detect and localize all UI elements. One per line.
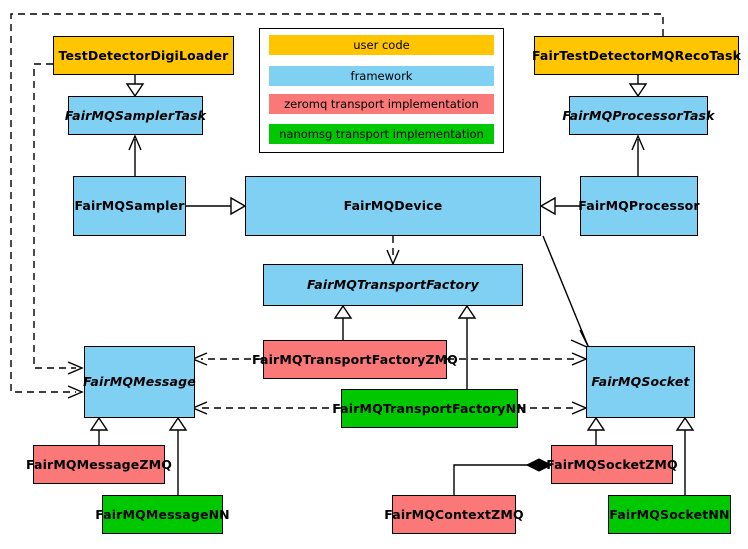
- edge-fairmqprocessor-to-fairmqdevice: [539, 196, 580, 216]
- legend-label-framework: framework: [350, 69, 413, 83]
- class-node-fairmqsocket[interactable]: FairMQSocket: [586, 346, 695, 418]
- edge-fairmqtransportfactorynn-to-fairmqmessage: [191, 401, 341, 415]
- class-label: FairMQMessage: [83, 374, 196, 390]
- class-node-testdetectordigiloader[interactable]: TestDetectorDigiLoader: [53, 36, 234, 75]
- class-node-fairmqcontextzmq[interactable]: FairMQContextZMQ: [384, 495, 524, 534]
- class-node-fairmqprocessortask[interactable]: FairMQProcessorTask: [562, 96, 714, 135]
- edge-fairmqsampler-to-fairmqdevice: [186, 196, 247, 216]
- class-label: FairMQContextZMQ: [384, 506, 524, 522]
- class-label: FairMQTransportFactory: [307, 277, 479, 293]
- legend-item-user-code: user code: [269, 35, 494, 55]
- legend-item-framework: framework: [269, 66, 494, 86]
- class-label: FairMQSamplerTask: [64, 107, 207, 123]
- class-label: FairMQDevice: [343, 198, 443, 214]
- class-label: FairMQProcessorTask: [562, 107, 715, 123]
- edge-fairmqprocessor-to-fairmqprocessortask: [631, 134, 645, 176]
- class-label: FairMQMessageNN: [95, 506, 230, 522]
- class-node-fairmqmessagenn[interactable]: FairMQMessageNN: [95, 495, 230, 534]
- edge-fairmqtransportfactorynn-to-fairmqsocket: [518, 401, 588, 415]
- edge-testdetectordigiloader-to-fairmqsamplertask: [125, 75, 145, 98]
- edge-fairmqsampler-to-fairmqsamplertask: [128, 134, 142, 176]
- legend-label-user-code: user code: [353, 38, 410, 52]
- legend-label-zeromq: zeromq transport implementation: [284, 97, 479, 111]
- edge-fairmqtransportfactoryzmq-to-fairmqtransportfactory: [333, 304, 353, 340]
- edge-fairmqdevice-to-fairmqsocket: [542, 235, 591, 350]
- class-node-fairmqsampler[interactable]: FairMQSampler: [73, 176, 186, 236]
- edge-fairtestdetectormqrecotask-to-fairmqprocessortask: [628, 75, 648, 98]
- class-node-fairtestdetectormqrecotask[interactable]: FairTestDetectorMQRecoTask: [531, 36, 742, 75]
- class-label: FairMQTransportFactoryZMQ: [252, 351, 458, 367]
- class-label: FairMQSampler: [74, 198, 185, 214]
- edge-fairmqcontextzmq-to-fairmqsocketzmq: [453, 458, 553, 495]
- class-node-fairmqtransportfactoryzmq[interactable]: FairMQTransportFactoryZMQ: [252, 340, 458, 379]
- edge-fairmqtransportfactoryzmq-to-fairmqsocket: [447, 352, 588, 366]
- class-label: FairMQSocketNN: [609, 506, 730, 522]
- class-node-fairmqsocketzmq[interactable]: FairMQSocketZMQ: [546, 445, 678, 484]
- class-node-fairmqdevice[interactable]: FairMQDevice: [245, 176, 541, 236]
- class-node-fairmqmessage[interactable]: FairMQMessage: [83, 346, 196, 418]
- class-label: FairTestDetectorMQRecoTask: [531, 47, 742, 63]
- class-label: FairMQSocket: [591, 374, 690, 390]
- class-label: FairMQTransportFactoryNN: [332, 400, 527, 416]
- legend-label-nanomsg: nanomsg transport implementation: [279, 127, 484, 141]
- class-label: FairMQMessageZMQ: [26, 456, 172, 472]
- edge-fairmqdevice-to-fairmqtransportfactory: [386, 236, 400, 266]
- class-node-fairmqsamplertask[interactable]: FairMQSamplerTask: [64, 96, 207, 135]
- edge-fairmqmessagezmq-to-fairmqmessage: [89, 416, 109, 445]
- edge-fairmqsocketnn-to-fairmqsocket: [675, 416, 695, 495]
- edge-fairmqsocketzmq-to-fairmqsocket: [586, 416, 606, 445]
- class-node-fairmqsocketnn[interactable]: FairMQSocketNN: [608, 495, 731, 534]
- class-label: TestDetectorDigiLoader: [58, 47, 229, 63]
- class-node-fairmqtransportfactorynn[interactable]: FairMQTransportFactoryNN: [332, 389, 527, 428]
- edge-fairmqtransportfactorynn-to-fairmqtransportfactory: [457, 304, 477, 389]
- class-node-fairmqprocessor[interactable]: FairMQProcessor: [578, 176, 700, 236]
- legend-item-zeromq: zeromq transport implementation: [269, 94, 494, 114]
- class-node-fairmqmessagezmq[interactable]: FairMQMessageZMQ: [26, 445, 172, 484]
- legend-item-nanomsg: nanomsg transport implementation: [269, 124, 494, 144]
- class-node-fairmqtransportfactory[interactable]: FairMQTransportFactory: [263, 264, 523, 306]
- class-label: FairMQProcessor: [578, 198, 700, 214]
- edge-fairmqmessagenn-to-fairmqmessage: [168, 416, 188, 495]
- class-label: FairMQSocketZMQ: [546, 456, 678, 472]
